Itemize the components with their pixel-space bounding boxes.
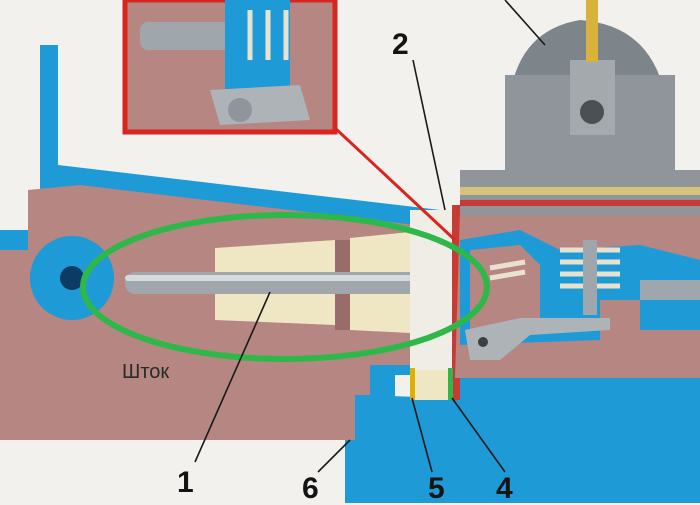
- callout-4: 4: [496, 472, 513, 505]
- callout-2: 2: [392, 28, 409, 61]
- leader-line-top: [504, 0, 546, 46]
- pump-lever: [465, 318, 610, 360]
- leader-line-5: [411, 397, 433, 473]
- callout-1: 1: [177, 466, 194, 499]
- callout-5: 5: [428, 472, 445, 505]
- leader-line-1: [194, 291, 271, 463]
- drive-rod: [125, 272, 465, 294]
- callout-6: 6: [302, 472, 319, 505]
- leader-line-4: [451, 397, 506, 473]
- highlight-ellipse: [80, 212, 490, 362]
- leader-line-6: [317, 439, 351, 473]
- pump-plunger: [583, 240, 597, 315]
- gasket-stack: [410, 205, 460, 400]
- rod-annotation: Шток: [122, 361, 170, 383]
- pivot-bushing: [30, 236, 114, 320]
- leader-line-2: [412, 59, 446, 211]
- leader-lines: [194, 0, 546, 473]
- detail-inset: [122, 0, 457, 242]
